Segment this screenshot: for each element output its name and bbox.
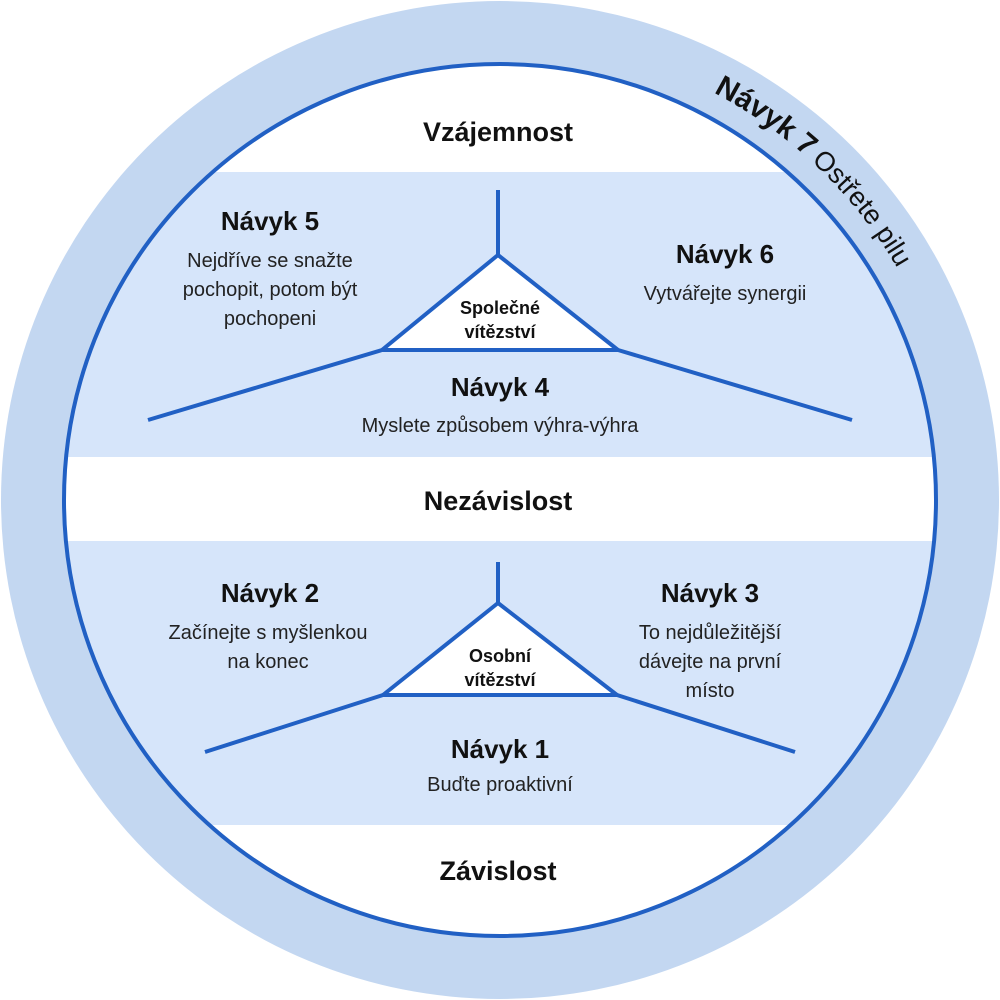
habit3-desc-2: dávejte na první (639, 651, 782, 673)
habit3-desc-1: To nejdůležitější (639, 622, 782, 644)
private-victory-lines (204, 562, 796, 754)
private-victory-label-2: vítězství (464, 670, 536, 690)
level-dependence: Závislost (439, 856, 556, 886)
habit3-title: Návyk 3 (661, 578, 759, 608)
private-victory-triangle (381, 601, 619, 697)
habit2-desc-2: na konec (227, 651, 308, 673)
habit5-title: Návyk 5 (221, 206, 319, 236)
habit1-desc-1: Buďte proaktivní (427, 774, 573, 796)
level-interdependence: Vzájemnost (423, 117, 573, 147)
habit2-desc-1: Začínejte s myšlenkou (169, 622, 368, 644)
habit4-title: Návyk 4 (451, 372, 550, 402)
level-independence: Nezávislost (424, 486, 573, 516)
public-victory-triangle (380, 253, 620, 352)
habit2-title: Návyk 2 (221, 578, 319, 608)
habit6-title: Návyk 6 (676, 239, 774, 269)
habit5-desc-3: pochopeni (224, 308, 316, 330)
public-victory-label-2: vítězství (464, 322, 536, 342)
inner-circle-border (62, 62, 938, 938)
habit3-desc-3: místo (686, 680, 735, 702)
public-victory-label-1: Společné (460, 298, 540, 318)
private-victory-label-1: Osobní (469, 646, 532, 666)
habit5-desc-1: Nejdříve se snažte (187, 250, 353, 272)
habit6-desc-1: Vytvářejte synergii (644, 283, 807, 305)
public-victory-lines (147, 190, 853, 422)
habit4-desc-1: Myslete způsobem výhra-výhra (362, 415, 640, 437)
habit5-desc-2: pochopit, potom být (183, 279, 358, 301)
habit1-title: Návyk 1 (451, 734, 549, 764)
